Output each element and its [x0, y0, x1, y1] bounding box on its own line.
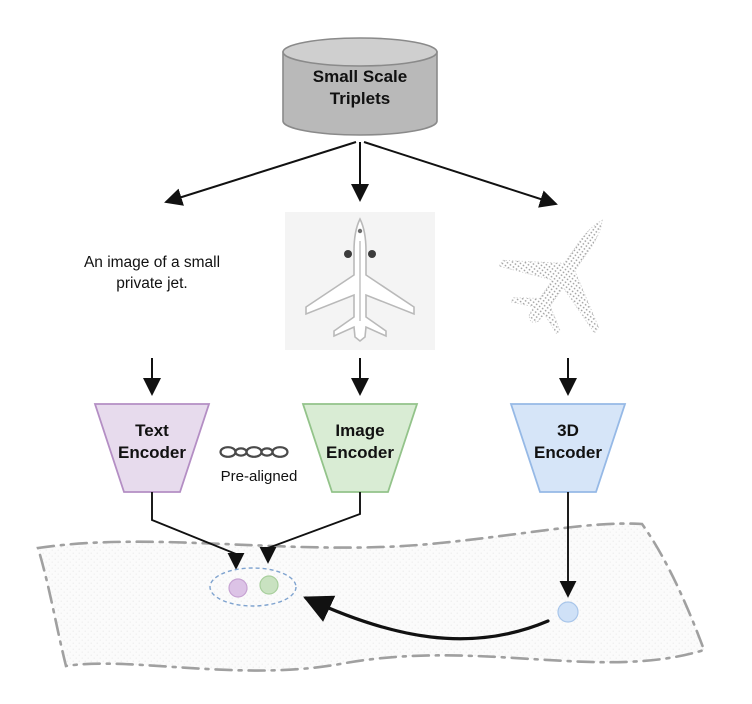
text-encoder-shape: [93, 403, 211, 493]
database-icon: [282, 37, 438, 136]
arrow-db-to-text: [164, 141, 357, 206]
database-label: Small Scale Triplets: [270, 66, 450, 110]
embedding-connectors: [151, 492, 577, 598]
encoder-shapes: [93, 403, 627, 493]
chain-icon: [219, 446, 289, 458]
embedding-space-outline: [36, 522, 706, 672]
text-sample-line2: private jet.: [116, 275, 188, 292]
jet-image: [285, 212, 435, 350]
arrow-db-to-pointcloud: [363, 141, 558, 208]
text-sample-line1: An image of a small: [83, 254, 221, 271]
pointcloud-silhouette: [482, 186, 651, 357]
arrow-text-encoder-to-point: [151, 492, 245, 570]
text-sample: An image of a small private jet.: [52, 252, 252, 294]
jet-details: [344, 228, 376, 321]
modality-arrows: [143, 358, 577, 396]
threed-encoder-label-line2: Encoder: [533, 443, 603, 462]
text-encoder-label: Text Encoder: [92, 420, 212, 464]
image-encoder-label-line1: Image: [335, 421, 385, 440]
text-encoder-label-line1: Text: [135, 421, 169, 440]
text-encoder-label-line2: Encoder: [117, 443, 187, 462]
threed-encoder-label: 3D Encoder: [508, 420, 628, 464]
threed-embedding-point: [557, 601, 579, 623]
aligned-points: [209, 567, 579, 623]
prealigned-label: Pre-aligned: [220, 468, 298, 485]
image-encoder-shape: [301, 403, 419, 493]
database-top: [282, 37, 438, 67]
database-body: [282, 51, 438, 136]
threed-encoder-shape: [509, 403, 627, 493]
image-embedding-point: [259, 575, 279, 595]
image-encoder-label: Image Encoder: [300, 420, 420, 464]
pointcloud-jet: [482, 186, 651, 357]
image-encoder-label-line2: Encoder: [325, 443, 395, 462]
text-embedding-point: [228, 578, 248, 598]
fanout-arrows: [164, 141, 558, 208]
alignment-arrow: [303, 595, 550, 641]
database-label-line1: Small Scale: [312, 67, 408, 86]
database-label-line2: Triplets: [329, 89, 391, 108]
threed-encoder-label-line1: 3D: [557, 421, 579, 440]
alignment-ellipse: [209, 567, 297, 607]
embedding-space: [36, 522, 706, 672]
arrow-image-encoder-to-point: [259, 492, 361, 564]
